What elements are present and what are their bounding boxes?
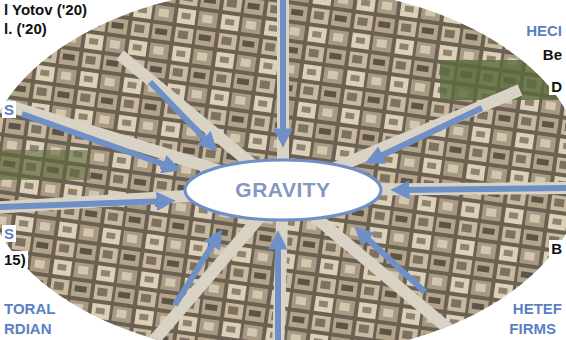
cropped-caption: S xyxy=(2,101,16,118)
arrow xyxy=(175,236,218,305)
cropped-caption: HETEF xyxy=(511,300,564,317)
node-title: GRAVITY xyxy=(235,178,330,202)
arrow xyxy=(280,0,286,140)
arrow xyxy=(398,188,566,190)
arrow xyxy=(372,108,482,160)
arrow xyxy=(150,82,212,146)
trees xyxy=(0,150,90,180)
cropped-caption: D xyxy=(549,78,564,95)
gravity-oval: GRAVITY xyxy=(183,158,383,222)
cropped-caption: HECI xyxy=(524,22,564,39)
cropped-caption: l Yotov ('20) xyxy=(2,1,89,18)
arrow xyxy=(0,201,168,207)
cropped-caption: Be xyxy=(541,46,564,63)
cropped-caption: FIRMS xyxy=(507,320,558,337)
oval-shape xyxy=(185,160,381,220)
arrow xyxy=(22,114,174,168)
cropped-caption: B xyxy=(549,240,564,257)
cropped-caption: S xyxy=(2,225,16,242)
cropped-caption: RDIAN xyxy=(2,320,54,337)
cropped-caption: l. ('20) xyxy=(2,20,49,37)
arrow xyxy=(275,238,281,340)
arrow xyxy=(360,232,425,292)
cropped-caption: TORAL xyxy=(2,300,57,317)
cropped-caption: 15) xyxy=(2,251,28,268)
